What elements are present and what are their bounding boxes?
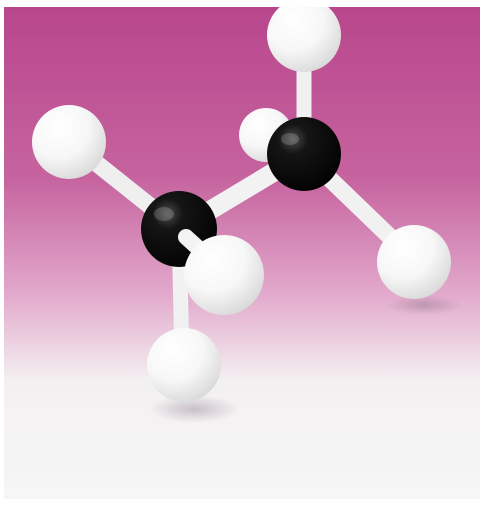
- shadow: [386, 295, 462, 315]
- highlight: [154, 207, 174, 221]
- hydrogen-atom: [32, 105, 106, 179]
- hydrogen-atom: [377, 225, 451, 299]
- hydrogen-atom: [267, 7, 341, 72]
- hydrogen-atom: [147, 328, 221, 402]
- shadow: [149, 395, 239, 423]
- ethane-ball-and-stick-model-icon: [4, 7, 480, 499]
- highlight: [281, 133, 299, 145]
- carbon-atom: [267, 117, 341, 191]
- hydrogen-atom: [184, 235, 264, 315]
- molecule-photo: [4, 7, 480, 499]
